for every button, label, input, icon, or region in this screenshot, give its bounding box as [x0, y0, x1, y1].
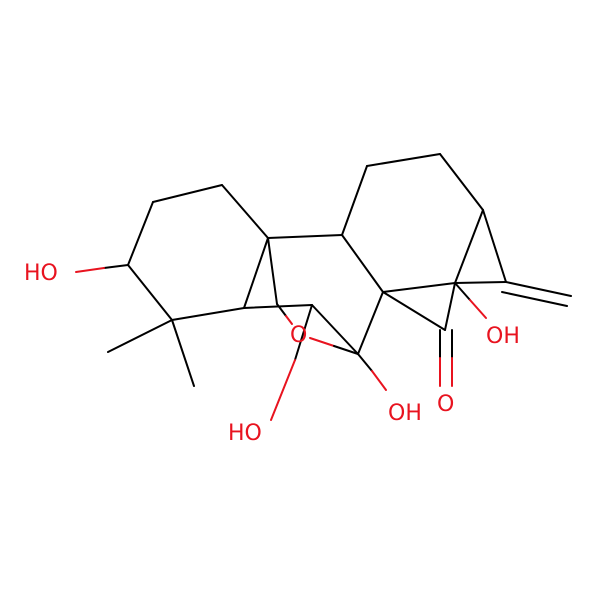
bond [294, 304, 313, 361]
bond [127, 264, 173, 321]
bond [270, 359, 296, 421]
bond [152, 184, 223, 203]
atom-label-ring-o: O [290, 323, 307, 348]
bond [311, 304, 359, 355]
bond [357, 353, 373, 372]
bond [454, 282, 471, 301]
bond [454, 209, 484, 284]
bond [357, 291, 384, 355]
bond [505, 281, 572, 297]
atom-label-o-carbonyl: O [437, 392, 454, 417]
bond [454, 281, 507, 284]
atom-label-ho-left: HO [24, 261, 58, 286]
bond [382, 282, 456, 293]
bond [439, 153, 484, 211]
bond [107, 319, 173, 353]
bond [341, 234, 384, 293]
bond [501, 291, 568, 307]
bond [75, 267, 105, 273]
atom-label-oh-right: OH [486, 324, 520, 349]
bond [333, 345, 359, 355]
atom-label-ho-bottom-left: HO [228, 421, 262, 446]
bond [103, 264, 129, 269]
bond [366, 153, 441, 167]
bond [382, 291, 446, 331]
atom-label-oh-bottom: OH [388, 401, 422, 426]
bond [171, 307, 245, 321]
bond [267, 237, 278, 305]
bond [309, 337, 335, 347]
bond [371, 370, 387, 391]
bond [171, 319, 195, 387]
bond [285, 315, 293, 325]
bond [444, 282, 456, 331]
bond [243, 237, 269, 309]
bond [276, 303, 287, 317]
bond [469, 299, 487, 319]
bond [221, 184, 269, 239]
bond [341, 165, 368, 236]
bond [127, 201, 154, 266]
bond [267, 234, 343, 239]
bond [482, 209, 507, 283]
